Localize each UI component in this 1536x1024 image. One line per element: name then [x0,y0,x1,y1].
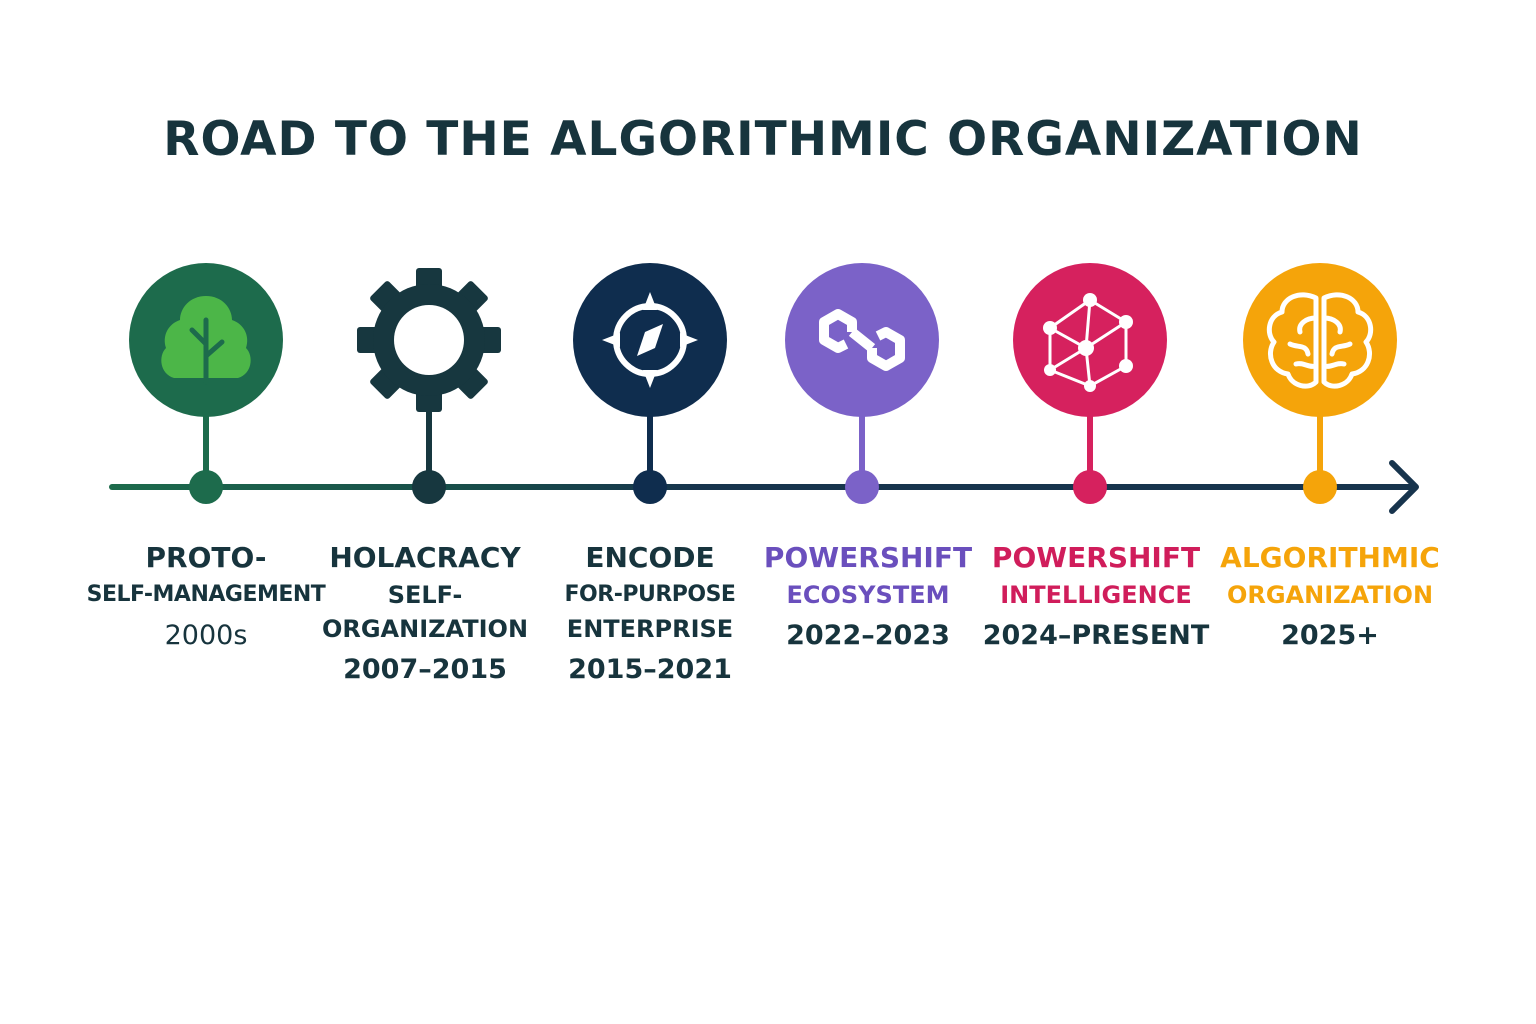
milestone-powershift-ecosystem [785,263,939,504]
milestone-title: POWERSHIFT [763,541,973,574]
milestone-title: ALGORITHMIC [1220,541,1440,574]
milestone-title: HOLACRACY [329,541,521,574]
milestone-subtitle: ECOSYSTEM [786,581,950,609]
milestone-date: 2025+ [1281,620,1379,651]
page-title: ROAD TO THE ALGORITHMIC ORGANIZATION [163,112,1363,167]
milestone-dot [633,470,667,504]
milestone-label-1: PROTO- SELF-MANAGEMENT 2000s [86,540,326,654]
milestone-subtitle: ORGANIZATION [1226,581,1434,609]
milestone-algorithmic-organization [1243,263,1397,504]
milestone-label-3: ENCODE FOR-PURPOSE ENTERPRISE 2015–2021 [530,540,770,688]
milestone-title: ENCODE [585,541,715,574]
milestone-dot [412,470,446,504]
milestone-date: 2000s [164,620,248,651]
milestone-date: 2007–2015 [343,654,507,685]
milestone-dot [1073,470,1107,504]
milestone-title: PROTO- [145,541,267,574]
milestone-subtitle: INTELLIGENCE [1000,581,1192,609]
milestone-holacracy [357,268,501,504]
milestone-label-4: POWERSHIFT ECOSYSTEM 2022–2023 [748,540,988,654]
milestone-label-2: HOLACRACY SELF- ORGANIZATION 2007–2015 [305,540,545,688]
milestone-subtitle-2: ENTERPRISE [566,615,734,643]
milestone-icon-circle [1013,263,1167,417]
timeline-arrowhead [1389,460,1419,514]
milestone-dot [1303,470,1337,504]
milestone-powershift-intelligence [1013,263,1167,504]
milestone-date: 2024–PRESENT [982,620,1210,651]
milestone-title: POWERSHIFT [991,541,1201,574]
milestone-dot [845,470,879,504]
milestone-date: 2015–2021 [568,654,732,685]
milestone-encode [573,263,727,504]
gear-icon [357,268,501,412]
milestone-subtitle-2: ORGANIZATION [321,615,529,643]
milestone-subtitle: SELF- [387,581,463,609]
milestone-date: 2022–2023 [786,620,950,651]
milestone-subtitle: FOR-PURPOSE [564,582,736,607]
infinity-link-icon [819,309,905,371]
milestone-icon-circle [1243,263,1397,417]
milestone-label-5: POWERSHIFT INTELLIGENCE 2024–PRESENT [976,540,1216,654]
milestone-dot [189,470,223,504]
milestone-label-6: ALGORITHMIC ORGANIZATION 2025+ [1210,540,1450,654]
milestone-proto-self-management [129,263,283,504]
tree-icon [161,296,251,385]
milestone-subtitle: SELF-MANAGEMENT [86,582,326,607]
network-icon [1043,293,1133,392]
compass-icon [602,292,698,388]
brain-icon [1266,292,1374,389]
